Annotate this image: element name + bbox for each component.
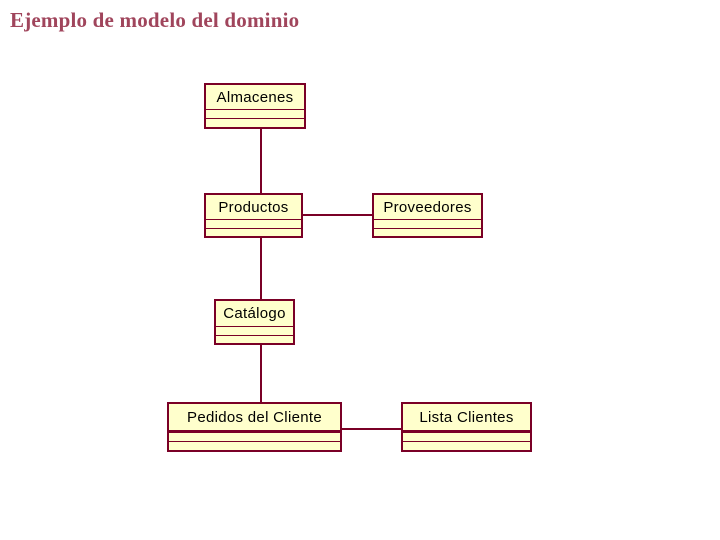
uml-class-name-proveedores: Proveedores: [374, 195, 481, 220]
association-pedidos-lista-clientes: [341, 428, 402, 430]
uml-attributes-compartment-lista-clientes: [403, 433, 530, 442]
uml-attributes-compartment-proveedores: [374, 220, 481, 229]
uml-attributes-compartment-pedidos-del-cliente: [169, 433, 340, 442]
uml-class-name-catalogo: Catálogo: [216, 301, 293, 327]
uml-operations-compartment-lista-clientes: [403, 442, 530, 450]
association-almacenes-productos: [260, 128, 262, 194]
uml-operations-compartment-catalogo: [216, 336, 293, 344]
uml-operations-compartment-almacenes: [206, 119, 304, 127]
uml-class-lista-clientes[interactable]: Lista Clientes: [401, 402, 532, 452]
uml-class-name-almacenes: Almacenes: [206, 85, 304, 110]
uml-class-almacenes[interactable]: Almacenes: [204, 83, 306, 129]
uml-attributes-compartment-catalogo: [216, 327, 293, 336]
page-title: Ejemplo de modelo del dominio: [10, 8, 300, 32]
uml-class-name-lista-clientes: Lista Clientes: [403, 404, 530, 433]
uml-class-name-productos: Productos: [206, 195, 301, 220]
uml-operations-compartment-productos: [206, 229, 301, 237]
association-productos-catalogo: [260, 237, 262, 300]
uml-class-proveedores[interactable]: Proveedores: [372, 193, 483, 238]
uml-class-catalogo[interactable]: Catálogo: [214, 299, 295, 345]
association-catalogo-pedidos: [260, 344, 262, 403]
uml-class-name-pedidos-del-cliente: Pedidos del Cliente: [169, 404, 340, 433]
uml-class-productos[interactable]: Productos: [204, 193, 303, 238]
uml-attributes-compartment-productos: [206, 220, 301, 229]
uml-operations-compartment-proveedores: [374, 229, 481, 237]
uml-operations-compartment-pedidos-del-cliente: [169, 442, 340, 450]
uml-attributes-compartment-almacenes: [206, 110, 304, 119]
uml-class-pedidos-del-cliente[interactable]: Pedidos del Cliente: [167, 402, 342, 452]
association-productos-proveedores: [302, 214, 373, 216]
